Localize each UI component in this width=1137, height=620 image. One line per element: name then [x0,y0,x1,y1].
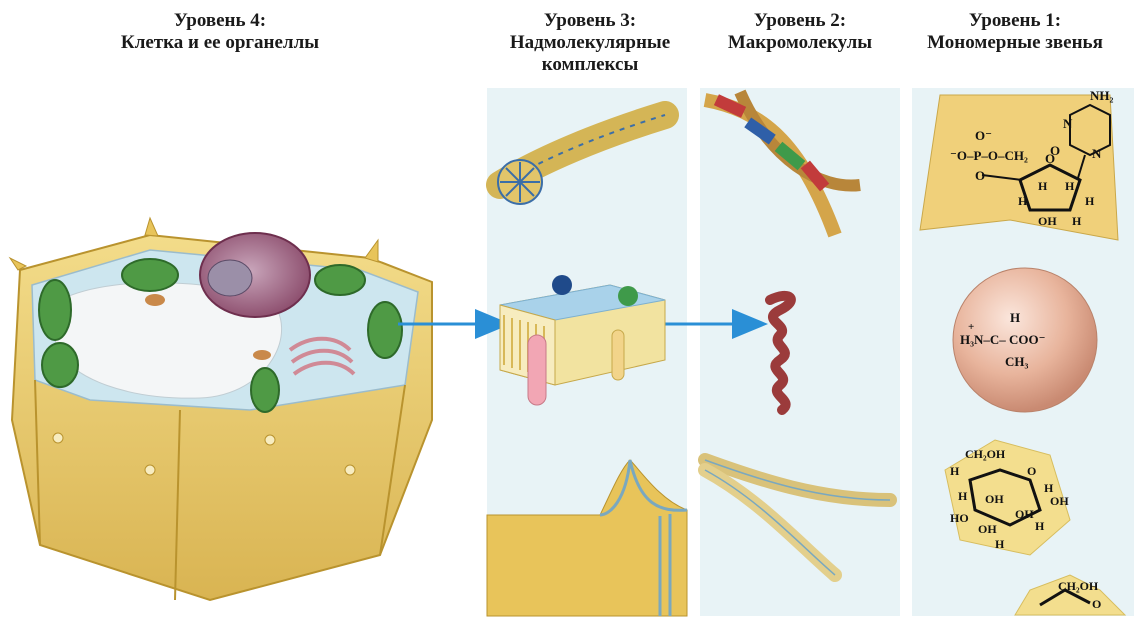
chem-h-a: H [950,464,960,478]
amino-acid-structure: H + H₃N–C– COO⁻ CH₃ [953,268,1097,412]
chem-o-bottom: O [975,168,985,183]
chem-h-d: H [1035,519,1045,533]
chem-h4: H [1085,194,1095,208]
chem-h5: H [1072,214,1082,228]
chem-ring-o-ribose: O [1092,597,1101,611]
wall-corner [145,218,158,236]
chloroplast [368,302,402,358]
chem-h-c: H [958,489,968,503]
chem-h3: H [1018,194,1028,208]
chloroplast [42,343,78,387]
protein-alpha-helix-illustration [770,296,791,410]
chem-ch2oh-ribose: CH₂OH [1058,579,1099,593]
chem-oh-c: OH [1015,507,1034,521]
chem-h1: H [1038,179,1048,193]
pit-dot [345,465,355,475]
chem-ch3: CH₃ [1005,354,1029,369]
pit-dot [145,465,155,475]
nucleotide-structure: NH₂ N O N O⁻ ⁻O–P–O–CH₂ O O H H H H OH H [920,88,1118,240]
chem-ring-o: O [1045,151,1055,166]
ribose-partial-structure: CH₂OH O [1015,575,1125,615]
chloroplast [39,280,71,340]
membrane-illustration [500,275,665,405]
chem-phosphate: ⁻O–P–O–CH₂ [950,148,1028,163]
chem-oh-a: OH [1050,494,1069,508]
chem-nh2: NH₂ [1090,88,1114,103]
chem-h2: H [1065,179,1075,193]
chem-h-b: H [1044,481,1054,495]
glucose-structure: CH₂OH O H H OH H OH HO OH H OH H [945,440,1070,555]
chem-ho: HO [950,511,969,525]
nucleolus [208,260,252,296]
chem-oh: OH [1038,214,1057,228]
dna-double-helix-illustration [705,92,860,235]
chem-n-ring: N [1092,146,1102,161]
chloroplast [251,368,279,412]
chem-oh-b: OH [985,492,1004,506]
chem-n-top: N [1063,116,1073,131]
pit-dot [53,433,63,443]
pit-dot [265,435,275,445]
chem-ch2oh: CH₂OH [965,447,1006,461]
chem-h-e: H [995,537,1005,551]
chloroplast [315,265,365,295]
plant-cell-illustration [10,218,432,600]
chem-o-minus-top: O⁻ [975,128,992,143]
wall-corner [365,240,378,262]
chem-oh-d: OH [978,522,997,536]
mitochondrion [145,294,165,306]
cell-wall-fragment-illustration [487,460,687,616]
chem-amino-main: H₃N–C– COO⁻ [960,332,1046,347]
chem-h-top: H [1010,310,1020,325]
cellulose-fibers-illustration [705,460,890,575]
chromatin-fiber-illustration [498,115,665,204]
mitochondrion [253,350,271,360]
chloroplast [122,259,178,291]
chem-ring-o-glucose: O [1027,464,1036,478]
